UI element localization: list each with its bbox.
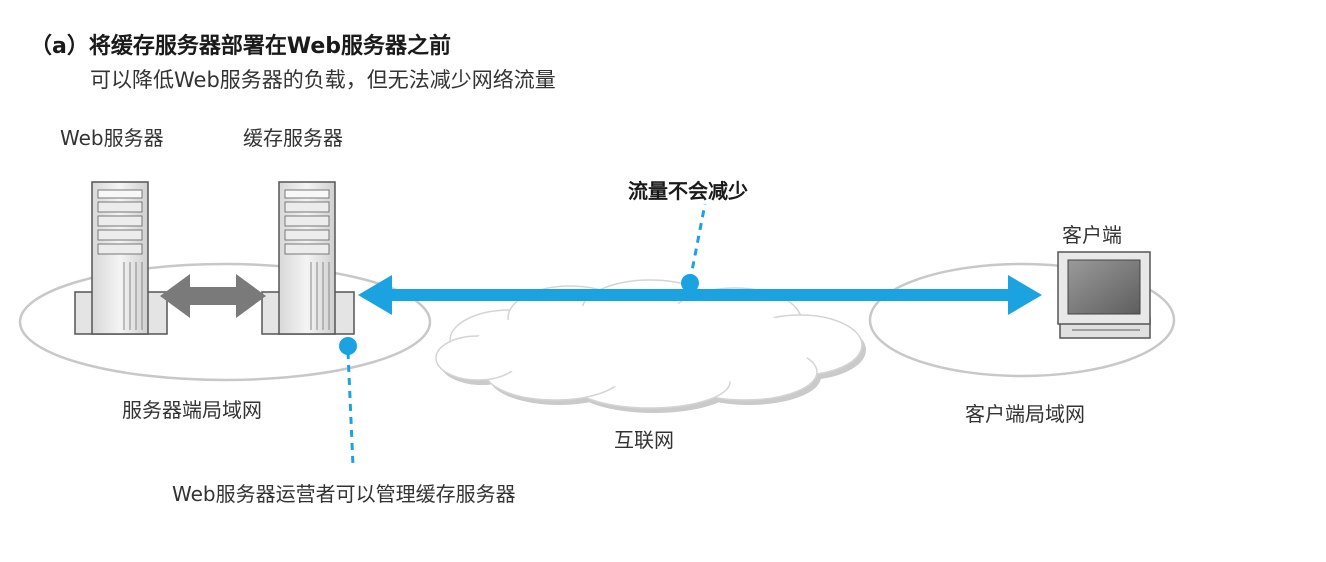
cache-server-label: 缓存服务器: [243, 122, 343, 151]
client-monitor-icon: [1058, 252, 1150, 338]
server-lan-label: 服务器端局域网: [122, 394, 262, 423]
web-server-label: Web服务器: [60, 122, 164, 151]
cache-server-icon: [262, 182, 354, 334]
traffic-leader: [681, 204, 705, 292]
client-label: 客户端: [1062, 219, 1122, 248]
internet-label: 互联网: [614, 424, 674, 453]
client-lan-label: 客户端局域网: [965, 398, 1085, 427]
web-server-icon: [75, 182, 167, 334]
operator-leader: [339, 337, 357, 466]
server-double-arrow: [160, 274, 266, 318]
operator-annotation: Web服务器运营者可以管理缓存服务器: [172, 478, 516, 507]
traffic-annotation: 流量不会减少: [628, 175, 748, 204]
